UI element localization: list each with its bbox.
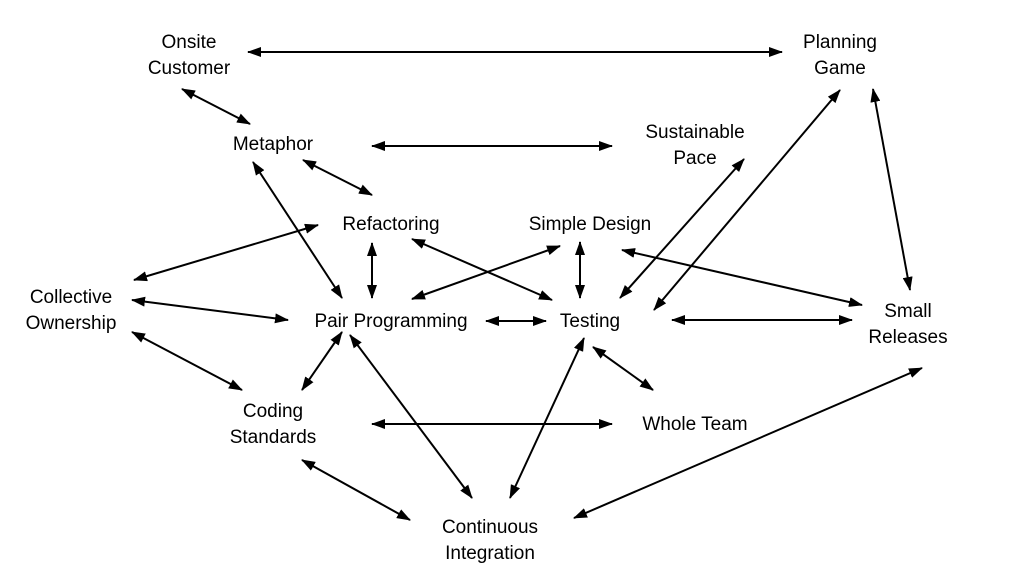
- node-coding-standards-line-2: Standards: [230, 427, 317, 448]
- node-simple-design-line-1: Simple Design: [529, 214, 652, 235]
- node-small-releases-line-1: Small: [884, 301, 932, 322]
- node-sustainable-pace-line-1: Sustainable: [645, 122, 744, 143]
- node-onsite-customer-line-1: Onsite: [162, 32, 217, 53]
- node-collective-ownership-line-2: Ownership: [26, 313, 117, 334]
- node-simple-design: Simple Design: [529, 214, 652, 235]
- node-pair-programming: Pair Programming: [314, 311, 467, 332]
- node-refactoring: Refactoring: [342, 214, 439, 235]
- edge-pair-programming-to-coding-standards: [301, 331, 343, 391]
- node-continuous-integration-line-1: Continuous: [442, 517, 538, 538]
- node-testing: Testing: [560, 311, 620, 332]
- node-whole-team-line-1: Whole Team: [642, 414, 747, 435]
- node-coding-standards-line-1: Coding: [243, 401, 303, 422]
- edge-simple-design-to-pair-programming: [411, 245, 561, 300]
- node-planning-game-line-1: Planning: [803, 32, 877, 53]
- edge-onsite-customer-to-metaphor: [181, 88, 251, 125]
- edge-continuous-integration-to-small-releases: [573, 367, 923, 519]
- edge-simple-design-to-small-releases: [621, 248, 863, 307]
- edge-collective-ownership-to-pair-programming: [131, 296, 289, 324]
- node-small-releases-line-2: Releases: [868, 327, 947, 348]
- edge-refactoring-to-collective-ownership: [133, 223, 319, 282]
- node-metaphor: Metaphor: [233, 134, 314, 155]
- node-metaphor-line-1: Metaphor: [233, 134, 314, 155]
- edge-metaphor-to-refactoring: [302, 159, 373, 196]
- node-sustainable-pace-line-2: Pace: [673, 148, 716, 169]
- edges-layer: [131, 47, 923, 521]
- node-continuous-integration-line-2: Integration: [445, 543, 535, 564]
- node-whole-team: Whole Team: [642, 414, 747, 435]
- node-testing-line-1: Testing: [560, 311, 620, 332]
- node-pair-programming-line-1: Pair Programming: [314, 311, 467, 332]
- node-planning-game-line-2: Game: [814, 58, 866, 79]
- node-onsite-customer-line-2: Customer: [148, 58, 231, 79]
- edge-testing-to-continuous-integration: [509, 337, 585, 499]
- node-refactoring-line-1: Refactoring: [342, 214, 439, 235]
- node-collective-ownership-line-1: Collective: [30, 287, 112, 308]
- edge-testing-to-whole-team: [592, 346, 654, 391]
- edge-planning-game-to-small-releases: [870, 88, 913, 291]
- edge-coding-standards-to-continuous-integration: [301, 459, 411, 521]
- edge-collective-ownership-to-coding-standards: [131, 331, 243, 391]
- edge-metaphor-to-pair-programming: [252, 161, 343, 299]
- edge-pair-programming-to-continuous-integration: [349, 334, 473, 499]
